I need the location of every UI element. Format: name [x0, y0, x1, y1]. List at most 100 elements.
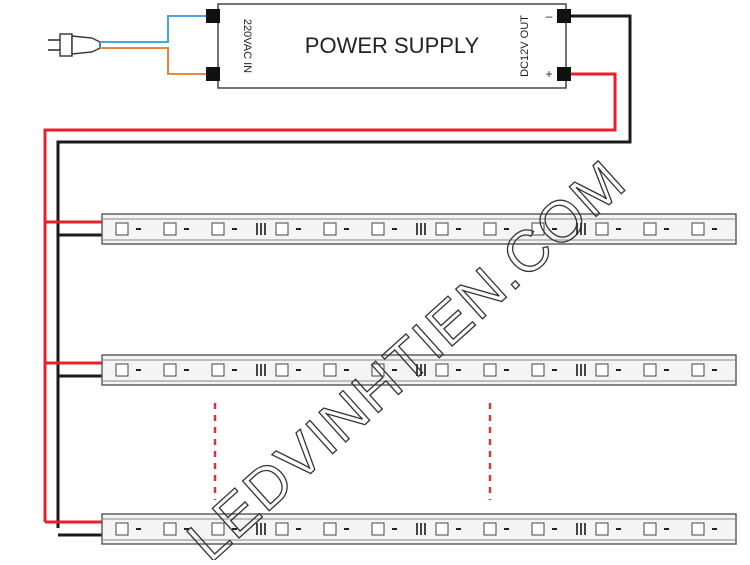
resistor-mark [232, 528, 237, 530]
cut-pad [424, 523, 426, 535]
resistor-mark [504, 369, 509, 371]
resistor-mark [392, 369, 397, 371]
resistor-mark [184, 369, 189, 371]
ac-input-wires [100, 15, 215, 75]
cut-pad [584, 223, 586, 235]
power-supply-unit: POWER SUPPLY 220VAC IN DC12V OUT – + [206, 3, 571, 89]
watermark-text: LEDVINHTIEN.COM [175, 147, 638, 560]
resistor-mark [712, 528, 717, 530]
resistor-mark [504, 228, 509, 230]
led-chip [691, 363, 705, 377]
cut-pad [264, 364, 266, 376]
input-label: 220VAC IN [241, 19, 253, 73]
led-chip [595, 522, 609, 536]
resistor-mark [392, 228, 397, 230]
led-chip [483, 363, 497, 377]
led-chip [435, 522, 449, 536]
led-chip [691, 522, 705, 536]
cut-pad [264, 523, 266, 535]
resistor-mark [344, 228, 349, 230]
resistor-mark [616, 528, 621, 530]
led-chip [371, 363, 385, 377]
led-chip [531, 522, 545, 536]
cut-pad [576, 364, 578, 376]
resistor-mark [136, 228, 141, 230]
cut-pad [256, 523, 258, 535]
resistor-mark [136, 528, 141, 530]
resistor-mark [664, 528, 669, 530]
resistor-mark [344, 528, 349, 530]
cut-pad [424, 364, 426, 376]
continuation-indicators [213, 403, 492, 500]
resistor-mark [504, 528, 509, 530]
ac-plug-icon [48, 33, 101, 57]
led-chip [323, 363, 337, 377]
resistor-mark [552, 228, 557, 230]
resistor-mark [296, 369, 301, 371]
resistor-mark [392, 528, 397, 530]
led-chip [531, 363, 545, 377]
cut-pad [584, 523, 586, 535]
resistor-mark [664, 369, 669, 371]
input-terminal-bottom [206, 67, 220, 81]
led-chip [595, 363, 609, 377]
cut-pad [576, 523, 578, 535]
led-chip [211, 522, 225, 536]
led-chip [115, 363, 129, 377]
led-chip [211, 363, 225, 377]
led-chip [435, 222, 449, 236]
led-chip [643, 522, 657, 536]
ac-wire-blue [100, 15, 215, 43]
negative-wire-trunk [56, 14, 632, 528]
resistor-mark [552, 369, 557, 371]
resistor-mark [552, 528, 557, 530]
led-strip-1 [101, 213, 737, 245]
led-chip [275, 363, 289, 377]
cut-pad [260, 364, 262, 376]
ac-wire-orange [100, 47, 215, 75]
cut-pad [584, 364, 586, 376]
resistor-mark [296, 528, 301, 530]
resistor-mark [232, 228, 237, 230]
led-strip-3 [101, 513, 737, 545]
cut-pad [264, 223, 266, 235]
positive-symbol: + [545, 67, 552, 81]
resistor-mark [456, 228, 461, 230]
resistor-mark [184, 528, 189, 530]
led-chip [211, 222, 225, 236]
led-chip [531, 222, 545, 236]
led-chip [275, 522, 289, 536]
resistor-mark [184, 228, 189, 230]
cut-pad [416, 223, 418, 235]
led-chip [595, 222, 609, 236]
led-chip [163, 522, 177, 536]
resistor-mark [712, 369, 717, 371]
led-chip [323, 522, 337, 536]
output-label: DC12V OUT [519, 15, 531, 77]
resistor-mark [456, 369, 461, 371]
led-chip [115, 222, 129, 236]
cut-pad [260, 223, 262, 235]
cut-pad [256, 364, 258, 376]
resistor-mark [616, 228, 621, 230]
resistor-mark [456, 528, 461, 530]
led-chip [643, 363, 657, 377]
cut-pad [580, 223, 582, 235]
resistor-mark [616, 369, 621, 371]
led-chip [483, 522, 497, 536]
cut-pad [576, 223, 578, 235]
led-chip [691, 222, 705, 236]
led-strip-2 [101, 354, 737, 386]
dc-output-wires [43, 14, 632, 537]
resistor-mark [296, 228, 301, 230]
cut-pad [424, 223, 426, 235]
cut-pad [260, 523, 262, 535]
led-chip [163, 222, 177, 236]
resistor-mark [232, 369, 237, 371]
negative-symbol: – [546, 9, 553, 23]
output-terminal-neg [557, 9, 571, 23]
cut-pad [580, 523, 582, 535]
led-strips [101, 213, 737, 545]
cut-pad [420, 223, 422, 235]
